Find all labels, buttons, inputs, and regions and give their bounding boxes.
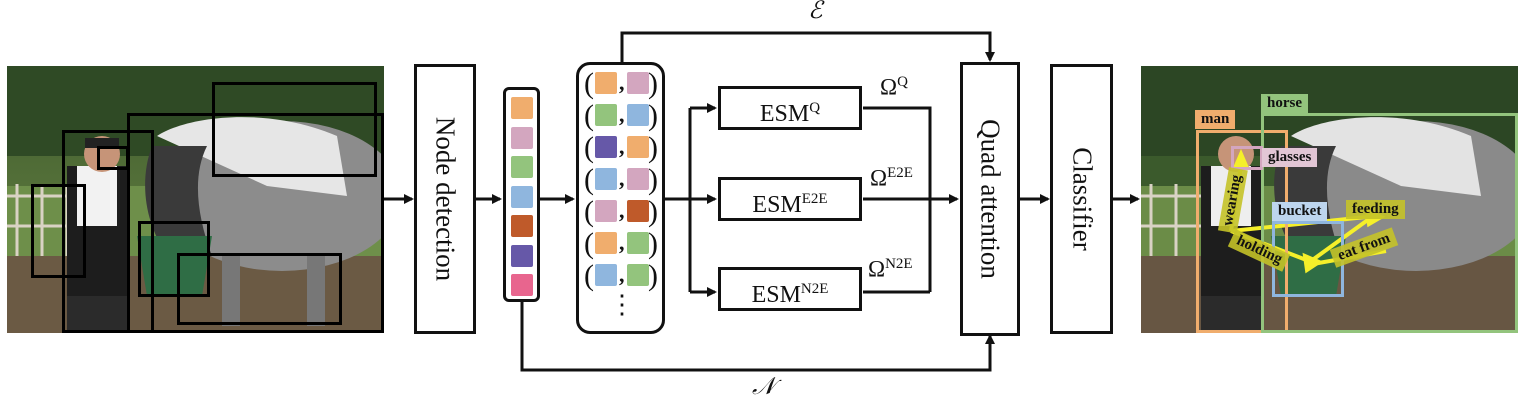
edge-row-close-paren: ) (648, 67, 658, 100)
input-image (7, 66, 384, 333)
edge-row-open-paren: ( (584, 99, 594, 132)
edge-square-object-green (627, 264, 649, 286)
node-detection-block: Node detection (414, 64, 476, 334)
node-detection-label: Node detection (430, 116, 461, 282)
edge-row-close-paren: ) (648, 163, 658, 196)
bbox-mane (212, 82, 377, 177)
line-esm-q-to-merge (863, 106, 932, 292)
object-label-glasses: glasses (1262, 148, 1318, 167)
edge-square-subject-orange (595, 232, 617, 254)
node-square-blue (511, 185, 533, 208)
edge-row-close-paren: ) (648, 195, 658, 228)
node-set-symbol: 𝒩 (752, 372, 775, 400)
edge-row-comma: , (619, 230, 625, 255)
quad-attention-label: Quad attention (975, 119, 1006, 279)
object-label-bucket: bucket (1272, 202, 1328, 221)
omega-n2e-sup: N2E (885, 256, 913, 272)
output-image: man horse glasses bucket wearing holding… (1141, 66, 1518, 333)
bbox-arm (31, 184, 86, 278)
edge-row-open-paren: ( (584, 67, 594, 100)
edge-row-open-paren: ( (584, 195, 594, 228)
edge-square-object-rust (627, 200, 649, 222)
out-bbox-glasses (1231, 146, 1263, 170)
esm-q-sup: Q (809, 100, 821, 116)
classifier-block: Classifier (1050, 64, 1113, 334)
edge-row-comma: , (619, 198, 625, 223)
omega-e2e-label: ΩE2E (870, 165, 913, 192)
bbox-man (62, 130, 154, 333)
omega-n2e-label: ΩN2E (868, 256, 913, 283)
edge-row-comma: , (619, 134, 625, 159)
edge-set-symbol: ℰ (808, 0, 823, 24)
bbox-bucket (138, 221, 210, 297)
arrow-node-set-to-quad (520, 300, 995, 372)
edge-square-object-blue (627, 104, 649, 126)
bbox-shadow (177, 253, 342, 325)
esm-e2e-base: ESM (752, 192, 802, 218)
edge-row-comma: , (619, 102, 625, 127)
esm-e2e-block: ESME2E (718, 177, 862, 221)
edge-square-subject-green (595, 104, 617, 126)
edge-square-object-orange (627, 136, 649, 158)
edge-square-subject-pink_light (595, 200, 617, 222)
edge-square-subject-orange (595, 72, 617, 94)
out-bbox-man (1196, 130, 1288, 333)
omega-n2e-base: Ω (868, 256, 886, 282)
object-label-horse: horse (1261, 94, 1308, 113)
quad-attention-block: Quad attention (960, 62, 1020, 336)
edge-row-close-paren: ) (648, 259, 658, 292)
edge-square-object-green (627, 232, 649, 254)
edge-square-subject-blue (595, 168, 617, 190)
edge-row-comma: , (619, 70, 625, 95)
edge-row-close-paren: ) (648, 99, 658, 132)
omega-e2e-base: Ω (870, 165, 888, 191)
out-bbox-horse (1261, 113, 1518, 333)
edge-row-comma: , (619, 166, 625, 191)
relation-label-feeding: feeding (1346, 200, 1405, 219)
esm-q-block: ESMQ (718, 86, 862, 130)
edge-square-subject-blue (595, 264, 617, 286)
edge-square-subject-purple (595, 136, 617, 158)
input-photo-illustration (7, 66, 384, 333)
omega-q-sup: Q (897, 74, 908, 90)
edge-row-comma: , (619, 262, 625, 287)
edge-row-open-paren: ( (584, 163, 594, 196)
edge-list-panel (576, 62, 665, 334)
node-square-orange (511, 97, 533, 119)
esm-n2e-sup: N2E (800, 281, 829, 297)
object-label-man: man (1195, 110, 1236, 129)
esm-e2e-sup: E2E (801, 191, 828, 207)
edge-list-more-dots: ⋮ (609, 290, 635, 319)
node-square-rust (511, 215, 533, 237)
esm-q-base: ESM (759, 101, 810, 127)
node-square-magenta (511, 274, 533, 296)
edge-row-close-paren: ) (648, 131, 658, 164)
node-square-purple (511, 244, 533, 267)
edge-row-open-paren: ( (584, 131, 594, 164)
arrow-edge-set-to-quad (620, 31, 995, 62)
edge-row-open-paren: ( (584, 227, 594, 260)
bbox-glasses (97, 146, 129, 170)
node-square-green (511, 156, 533, 178)
node-square-pink_light (511, 126, 533, 149)
edge-square-object-pink_light (627, 168, 649, 190)
omega-q-base: Ω (880, 74, 898, 100)
omega-q-label: ΩQ (880, 74, 908, 101)
esm-n2e-base: ESM (751, 282, 801, 308)
esm-n2e-block: ESMN2E (718, 267, 862, 311)
omega-e2e-sup: E2E (887, 165, 913, 181)
edge-square-object-pink_light (627, 72, 649, 94)
classifier-label: Classifier (1067, 147, 1097, 251)
edge-row-open-paren: ( (584, 259, 594, 292)
edge-row-close-paren: ) (648, 227, 658, 260)
bbox-horse (127, 113, 384, 333)
